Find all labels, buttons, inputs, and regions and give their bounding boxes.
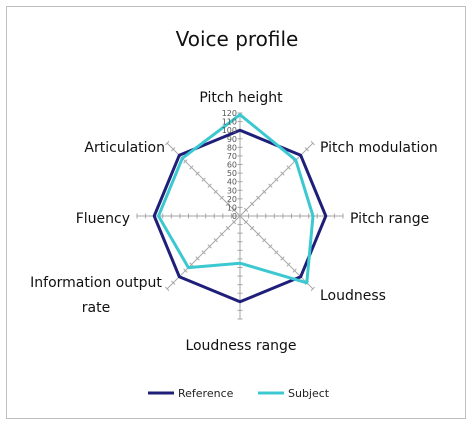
category-label-7: Articulation bbox=[84, 140, 165, 156]
category-label-5-line-1: rate bbox=[82, 300, 110, 316]
category-label-1: Pitch modulation bbox=[320, 140, 438, 156]
spoke-3-tick-1 bbox=[243, 219, 249, 225]
spoke-7-tick-8 bbox=[189, 165, 194, 170]
spoke-3-tick-2 bbox=[250, 226, 255, 231]
point-subject-1 bbox=[294, 159, 297, 162]
category-label-4: Loudness range bbox=[185, 338, 296, 354]
spoke-7-tick-7 bbox=[195, 171, 200, 176]
spoke-7-tick-12 bbox=[165, 141, 170, 146]
spoke-3-tick-5 bbox=[268, 244, 273, 249]
spoke-5-tick-2 bbox=[225, 226, 230, 231]
spoke-7-tick-2 bbox=[225, 201, 230, 206]
point-subject-4 bbox=[238, 262, 242, 265]
point-subject-2 bbox=[311, 214, 315, 218]
spoke-1-tick-1 bbox=[243, 207, 249, 213]
tick-label-110: 110 bbox=[222, 118, 237, 127]
tick-label-100: 100 bbox=[222, 126, 237, 135]
category-label-3: Loudness bbox=[320, 288, 386, 304]
spoke-7-tick-3 bbox=[219, 195, 224, 200]
point-subject-6 bbox=[157, 214, 160, 218]
point-reference-0 bbox=[238, 129, 242, 132]
spoke-5-tick-12 bbox=[165, 286, 170, 291]
point-reference-6 bbox=[153, 214, 156, 218]
point-subject-0 bbox=[238, 113, 242, 116]
spoke-1-tick-4 bbox=[262, 189, 267, 194]
spoke-7-tick-11 bbox=[171, 147, 176, 152]
category-label-0: Pitch height bbox=[199, 90, 283, 106]
point-subject-5 bbox=[187, 266, 190, 269]
point-subject-7 bbox=[181, 157, 184, 160]
legend-label-subject: Subject bbox=[288, 387, 330, 400]
spoke-3-tick-12 bbox=[310, 286, 315, 291]
tick-label-50: 50 bbox=[227, 169, 237, 178]
point-reference-3 bbox=[299, 275, 302, 278]
spoke-1-tick-8 bbox=[286, 165, 291, 170]
category-label-2: Pitch range bbox=[350, 211, 429, 227]
spoke-3-tick-6 bbox=[274, 250, 279, 255]
spoke-5-tick-8 bbox=[189, 262, 194, 267]
category-label-6: Fluency bbox=[76, 211, 130, 227]
spoke-3-tick-9 bbox=[292, 268, 297, 273]
spoke-1-tick-12 bbox=[310, 141, 315, 146]
spoke-5-tick-11 bbox=[171, 280, 176, 285]
radar-series bbox=[152, 113, 328, 304]
spoke-7-tick-1 bbox=[231, 207, 237, 213]
spoke-3-tick-8 bbox=[286, 262, 291, 267]
category-label-5-line-0: Information output bbox=[30, 275, 162, 291]
tick-label-60: 60 bbox=[227, 161, 237, 170]
spoke-3-tick-3 bbox=[256, 232, 261, 237]
legend-label-reference: Reference bbox=[178, 387, 234, 400]
spoke-5-tick-5 bbox=[207, 244, 212, 249]
tick-label-120: 120 bbox=[222, 109, 237, 118]
tick-label-40: 40 bbox=[227, 178, 237, 187]
tick-label-80: 80 bbox=[227, 143, 237, 152]
spoke-5-tick-6 bbox=[201, 250, 206, 255]
point-subject-3 bbox=[305, 281, 308, 284]
spoke-1-tick-3 bbox=[256, 195, 261, 200]
spoke-5-tick-3 bbox=[219, 232, 224, 237]
spoke-3-tick-7 bbox=[280, 256, 285, 261]
legend: Reference Subject bbox=[148, 387, 330, 400]
tick-label-20: 20 bbox=[227, 195, 237, 204]
tick-label-70: 70 bbox=[227, 152, 237, 161]
spoke-5-tick-1 bbox=[231, 219, 237, 225]
point-reference-5 bbox=[178, 275, 181, 278]
point-reference-4 bbox=[238, 300, 242, 303]
spoke-5-tick-9 bbox=[183, 268, 188, 273]
chart-title: Voice profile bbox=[176, 27, 299, 51]
point-reference-1 bbox=[299, 154, 302, 157]
spoke-1-tick-5 bbox=[268, 183, 273, 188]
tick-label-10: 10 bbox=[227, 203, 237, 212]
spoke-1-tick-6 bbox=[274, 177, 279, 182]
spoke-3-tick-4 bbox=[262, 238, 267, 243]
point-reference-2 bbox=[324, 214, 327, 218]
spoke-1-tick-2 bbox=[250, 201, 255, 206]
tick-label-90: 90 bbox=[227, 135, 237, 144]
spoke-7-tick-4 bbox=[213, 189, 218, 194]
spoke-1-tick-7 bbox=[280, 171, 285, 176]
tick-label-0: 0 bbox=[232, 212, 237, 221]
point-reference-7 bbox=[178, 154, 181, 157]
spoke-7-tick-6 bbox=[201, 177, 206, 182]
spoke-7-tick-5 bbox=[207, 183, 212, 188]
spoke-5-tick-4 bbox=[213, 238, 218, 243]
tick-label-30: 30 bbox=[227, 186, 237, 195]
spoke-5-tick-7 bbox=[195, 256, 200, 261]
spoke-1-tick-11 bbox=[304, 147, 309, 152]
spoke-7-tick-9 bbox=[183, 159, 188, 164]
